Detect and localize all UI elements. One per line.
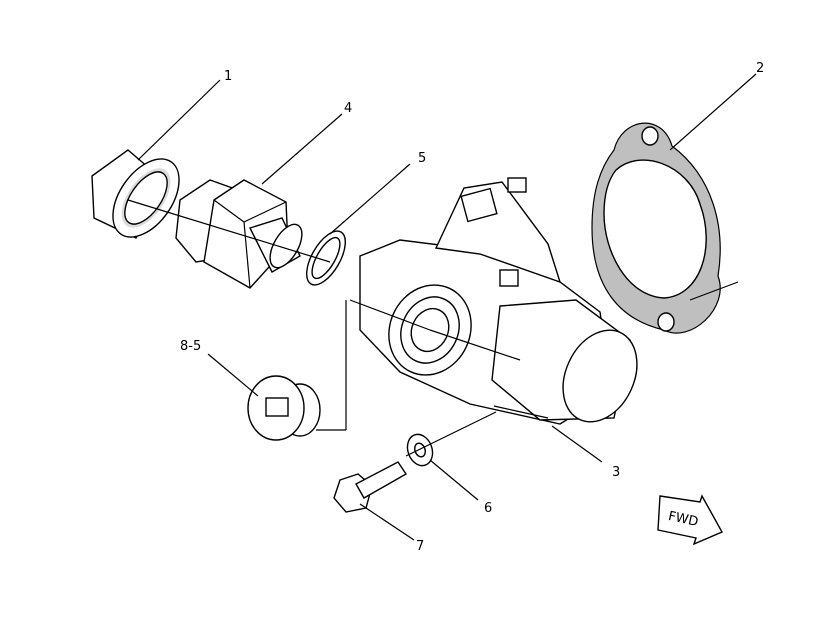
fwd-label: FWD [667, 509, 700, 530]
callout-6: 6 [484, 501, 492, 516]
leader-lines [137, 73, 757, 541]
callout-2: 2 [756, 61, 764, 76]
callout-5: 5 [418, 151, 426, 166]
part-5-o-ring [306, 230, 346, 286]
part-8-5-plug [247, 375, 321, 441]
callout-7: 7 [416, 539, 424, 554]
callout-8-5: 8-5 [180, 339, 201, 354]
part-7-bolt [333, 461, 407, 513]
part-3-housing [359, 177, 638, 425]
part-6-washer [406, 433, 434, 467]
assembly-lines [127, 199, 739, 457]
callout-1: 1 [224, 69, 232, 84]
part-1-sleeve [91, 149, 180, 239]
part-4-hex-fitting [175, 179, 303, 289]
part-2-gasket [591, 122, 721, 334]
callout-3: 3 [612, 465, 620, 480]
callout-4: 4 [344, 101, 352, 116]
callout-labels: 1 2 3 4 5 6 7 8-5 [180, 61, 764, 554]
fwd-direction-badge: FWD [657, 494, 723, 546]
